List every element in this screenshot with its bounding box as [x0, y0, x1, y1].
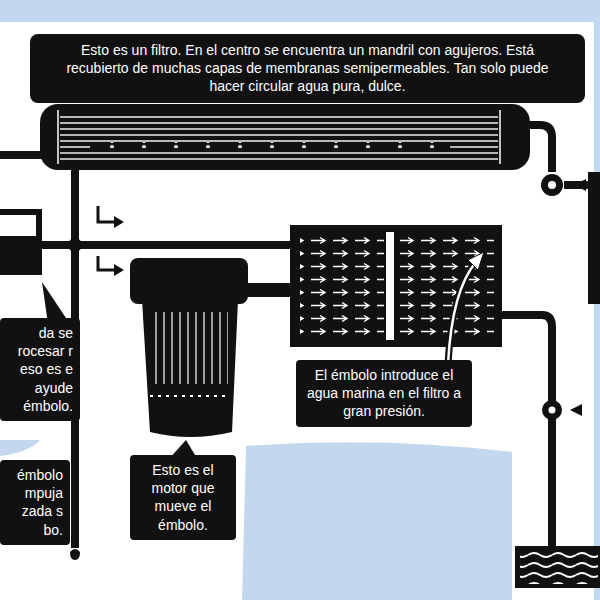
tank-edge	[588, 172, 600, 304]
flow-arrows	[98, 206, 116, 270]
mandrel-holes	[90, 142, 450, 148]
water-flow	[400, 234, 494, 338]
pipe	[0, 151, 42, 159]
callout-box: El émbolo introduce el agua marina en el…	[296, 360, 472, 427]
callout-text: émbolo mpuja zada s bo.	[7, 466, 63, 539]
sky-patch	[242, 442, 512, 600]
paper-ground	[0, 22, 594, 600]
flow-arrow	[98, 206, 116, 222]
membrane-layers	[60, 112, 498, 162]
valve	[541, 174, 563, 196]
callout-box: Esto es un filtro. En el centro se encue…	[30, 34, 585, 103]
piston-chamber	[290, 225, 502, 347]
filter-seam	[499, 110, 501, 164]
callout-text: Esto es un filtro. En el centro se encue…	[60, 41, 555, 96]
callout-text: Esto es el motor que mueve el émbolo.	[136, 461, 230, 534]
callout-leader	[448, 262, 476, 364]
flow-arrowhead	[574, 179, 586, 191]
motor-head	[130, 258, 248, 304]
callout-box: da se rocesar r eso es e ayude émbolo.	[0, 318, 80, 421]
filter-seam	[57, 110, 59, 164]
mandrel	[90, 142, 450, 148]
valve-core	[548, 181, 556, 189]
container-water	[0, 236, 36, 269]
sky-patch	[0, 440, 40, 456]
callout-leader	[448, 262, 476, 364]
motor-ring	[150, 395, 230, 397]
flow-arrowhead	[114, 216, 124, 228]
water-flow	[300, 234, 384, 338]
piston-plate	[386, 232, 394, 340]
flow-arrow	[98, 256, 116, 270]
callout-text: da se rocesar r eso es e ayude émbolo.	[7, 324, 73, 415]
piston-rod	[240, 283, 292, 297]
callout-box: émbolo mpuja zada s bo.	[0, 460, 70, 545]
sea-water	[515, 546, 600, 588]
motor-body	[142, 300, 238, 437]
flow-arrowhead	[114, 264, 124, 276]
water-drop	[70, 549, 80, 560]
pipe	[498, 315, 552, 550]
container	[0, 212, 39, 272]
sea-waves	[520, 552, 598, 584]
valve	[542, 400, 562, 420]
pipes	[0, 125, 592, 550]
filter-housing	[40, 104, 530, 170]
callout-box: Esto es el motor que mueve el émbolo.	[130, 455, 236, 540]
motor-ribs	[152, 312, 228, 384]
pipe	[528, 125, 552, 172]
callout-text: El émbolo introduce el agua marina en el…	[304, 366, 464, 421]
flow-arrowhead	[570, 404, 582, 416]
valve-core	[549, 407, 556, 414]
callout-arrowhead	[468, 252, 484, 270]
pipe-junction	[68, 238, 82, 252]
